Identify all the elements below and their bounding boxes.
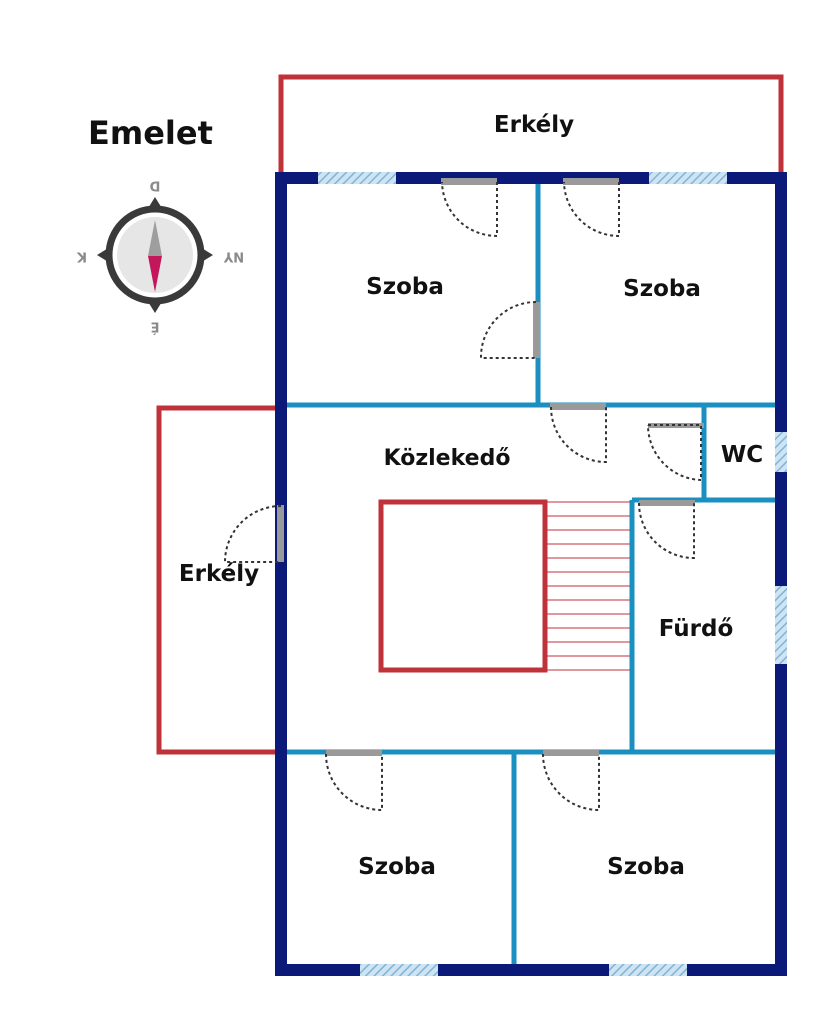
window-bottom-left	[360, 964, 438, 976]
balcony-left-outline	[156, 405, 281, 755]
window-bottom-right	[609, 964, 687, 976]
door-bathroom	[638, 502, 695, 560]
label-room-top-left: Szoba	[366, 274, 444, 300]
label-room-bottom-left: Szoba	[358, 854, 436, 880]
door-bottom-right-room	[542, 753, 600, 812]
floor-title: Emelet	[88, 114, 213, 152]
door-top-right-room	[550, 406, 607, 464]
outer-walls	[275, 172, 787, 976]
compass-needle-south	[148, 256, 162, 292]
door-bottom-left-room	[325, 753, 383, 812]
label-room-bottom-right: Szoba	[607, 854, 685, 880]
windows	[318, 172, 787, 976]
label-wc: WC	[721, 442, 763, 468]
compass-north-label: D	[149, 178, 160, 193]
compass-south-label: É	[151, 319, 160, 335]
inner-walls	[287, 182, 776, 966]
window-wc	[775, 432, 787, 472]
compass-west-label: K	[76, 249, 87, 264]
door-balcony-top-left	[441, 181, 498, 238]
label-bathroom: Fürdő	[659, 616, 734, 642]
stairwell	[378, 499, 630, 673]
door-top-left-room	[479, 301, 537, 359]
window-top-left	[318, 172, 396, 184]
label-balcony-top: Erkély	[494, 112, 574, 138]
balcony-top-outline	[278, 74, 784, 172]
door-balcony-left	[223, 505, 282, 563]
compass-east-label: NY	[223, 249, 244, 264]
window-bathroom	[775, 586, 787, 664]
label-hallway: Közlekedő	[384, 446, 511, 471]
label-balcony-left: Erkély	[179, 561, 259, 587]
compass-needle-north	[148, 220, 162, 256]
doors	[223, 178, 704, 812]
door-balcony-top-right	[563, 181, 620, 238]
compass-icon: D É K NY	[76, 178, 244, 335]
window-top-right	[649, 172, 727, 184]
door-wc	[647, 424, 702, 482]
label-room-top-right: Szoba	[623, 276, 701, 302]
